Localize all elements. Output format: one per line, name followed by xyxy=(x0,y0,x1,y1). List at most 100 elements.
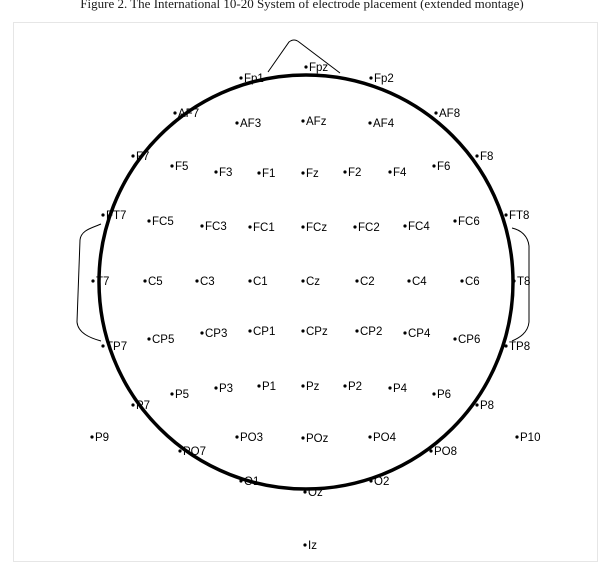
electrode-dot xyxy=(235,435,238,438)
electrode-dot xyxy=(301,436,304,439)
electrode-t8: T8 xyxy=(512,276,530,288)
electrode-dot xyxy=(200,224,203,227)
electrode-dot xyxy=(301,171,304,174)
electrode-dot xyxy=(248,225,251,228)
electrode-fp1: Fp1 xyxy=(239,73,263,85)
electrode-fc3: FC3 xyxy=(200,221,226,233)
electrode-label: AF7 xyxy=(178,108,199,120)
electrode-dot xyxy=(257,384,260,387)
electrode-p8: P8 xyxy=(475,400,494,412)
electrode-dot xyxy=(170,392,173,395)
electrode-dot xyxy=(429,449,432,452)
electrode-label: FT8 xyxy=(509,210,529,222)
electrode-dot xyxy=(453,337,456,340)
electrode-label: Iz xyxy=(308,540,317,552)
electrode-label: Oz xyxy=(308,487,323,499)
electrode-fpz: Fpz xyxy=(304,62,328,74)
nose-shape xyxy=(268,40,340,73)
electrode-label: PO8 xyxy=(434,446,457,458)
electrode-cp4: CP4 xyxy=(403,328,431,340)
electrode-dot xyxy=(460,279,463,282)
electrode-label: CPz xyxy=(306,326,328,338)
electrode-label: CP2 xyxy=(360,326,382,338)
electrode-label: P1 xyxy=(262,381,276,393)
electrode-afz: AFz xyxy=(301,116,326,128)
electrode-label: C5 xyxy=(148,276,163,288)
electrode-label: T7 xyxy=(96,276,109,288)
electrode-dot xyxy=(301,384,304,387)
electrode-p4: P4 xyxy=(388,383,407,395)
electrode-dot xyxy=(301,119,304,122)
electrode-dot xyxy=(131,403,134,406)
electrode-label: FCz xyxy=(306,222,327,234)
electrode-label: C6 xyxy=(465,276,480,288)
electrode-label: FC3 xyxy=(205,221,227,233)
electrode-label: F4 xyxy=(393,167,407,179)
electrode-label: P10 xyxy=(520,432,540,444)
electrode-label: P8 xyxy=(480,400,494,412)
electrode-t7: T7 xyxy=(91,276,109,288)
electrode-dot xyxy=(388,386,391,389)
head-outline xyxy=(77,40,529,489)
electrode-label: FC5 xyxy=(152,216,174,228)
electrode-cp5: CP5 xyxy=(147,334,174,346)
electrode-dot xyxy=(301,329,304,332)
electrode-dot xyxy=(101,213,104,216)
electrode-dot xyxy=(257,171,260,174)
electrode-ft8: FT8 xyxy=(504,210,529,222)
electrode-c1: C1 xyxy=(248,276,267,288)
electrode-dot xyxy=(504,344,507,347)
electrode-p9: P9 xyxy=(90,432,109,444)
electrode-tp8: TP8 xyxy=(504,341,530,353)
electrode-dot xyxy=(143,279,146,282)
electrode-label: O1 xyxy=(244,476,259,488)
electrode-label: Fp1 xyxy=(244,73,264,85)
electrode-label: P5 xyxy=(175,389,189,401)
electrode-dot xyxy=(303,543,306,546)
electrode-label: Fz xyxy=(306,168,319,180)
electrode-dot xyxy=(200,331,203,334)
electrode-dot xyxy=(147,337,150,340)
electrode-fp2: Fp2 xyxy=(369,73,393,85)
electrode-label: CP6 xyxy=(458,334,480,346)
electrode-dot xyxy=(432,392,435,395)
electrode-po7: PO7 xyxy=(178,446,206,458)
electrode-dot xyxy=(195,279,198,282)
electrode-f5: F5 xyxy=(170,161,188,173)
electrode-f8: F8 xyxy=(475,151,493,163)
electrode-label: F1 xyxy=(262,168,275,180)
electrode-label: FC6 xyxy=(458,216,480,228)
electrode-fc6: FC6 xyxy=(453,216,479,228)
electrode-label: P4 xyxy=(393,383,408,395)
electrode-dot xyxy=(407,279,410,282)
electrode-p1: P1 xyxy=(257,381,276,393)
electrode-dot xyxy=(475,154,478,157)
electrode-dot xyxy=(301,279,304,282)
electrode-fc2: FC2 xyxy=(353,222,379,234)
electrode-dot xyxy=(343,384,346,387)
electrode-dot xyxy=(91,279,94,282)
electrode-label: C2 xyxy=(360,276,375,288)
electrode-p5: P5 xyxy=(170,389,189,401)
electrode-label: F6 xyxy=(437,161,450,173)
electrode-label: P7 xyxy=(136,400,150,412)
electrode-af3: AF3 xyxy=(235,118,261,130)
electrode-cp1: CP1 xyxy=(248,326,275,338)
electrode-label: AF8 xyxy=(439,108,460,120)
electrode-cp6: CP6 xyxy=(453,334,480,346)
electrode-p6: P6 xyxy=(432,389,451,401)
electrode-cpz: CPz xyxy=(301,326,328,338)
electrode-c4: C4 xyxy=(407,276,427,288)
electrode-af8: AF8 xyxy=(434,108,460,120)
electrode-po4: PO4 xyxy=(368,432,396,444)
electrode-dot xyxy=(512,279,515,282)
electrode-dot xyxy=(403,224,406,227)
electrode-dot xyxy=(173,111,176,114)
electrode-label: FC2 xyxy=(358,222,380,234)
electrode-dot xyxy=(369,479,372,482)
electrode-label: CP1 xyxy=(253,326,275,338)
electrode-label: C4 xyxy=(412,276,427,288)
electrode-dot xyxy=(434,111,437,114)
electrode-dot xyxy=(453,219,456,222)
electrode-p10: P10 xyxy=(515,432,540,444)
